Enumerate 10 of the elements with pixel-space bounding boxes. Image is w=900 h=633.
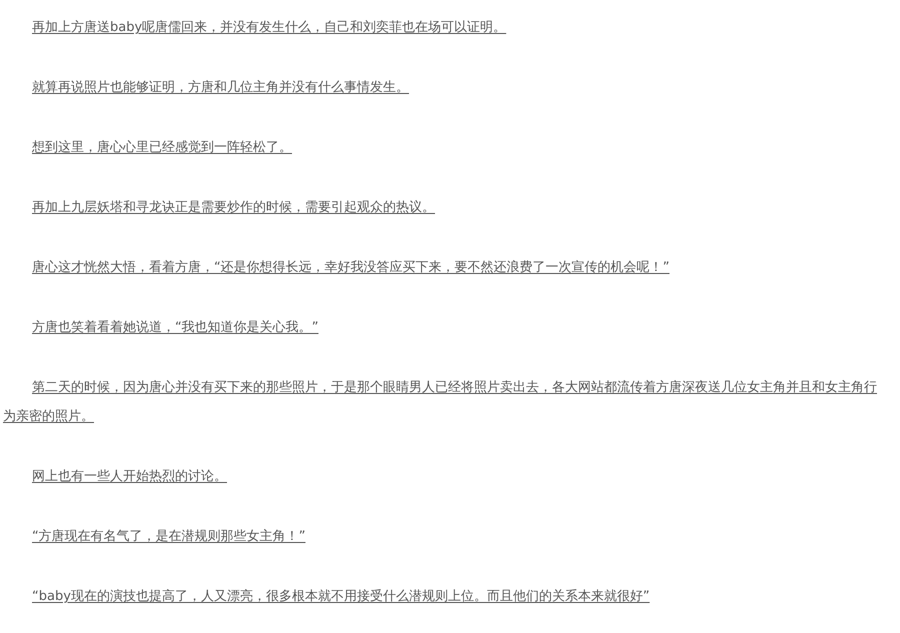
paragraph: 再加上方唐送baby呢唐儒回来，并没有发生什么，自己和刘奕菲也在场可以证明。 — [31, 19, 508, 37]
paragraph: 网上也有一些人开始热烈的讨论。 — [31, 468, 228, 486]
paragraph: 唐心这才恍然大悟，看着方唐，“还是你想得长远，幸好我没答应买下来，要不然还浪费了一次宣传的机会呢！” — [31, 259, 670, 277]
paragraph: 再加上九层妖塔和寻龙诀正是需要炒作的时候，需要引起观众的热议。 — [31, 199, 436, 217]
paragraph: 想到这里，唐心心里已经感觉到一阵轻松了。 — [31, 139, 293, 157]
paragraph: 方唐也笑着看着她说道，“我也知道你是关心我。” — [31, 319, 320, 337]
paragraph: “方唐现在有名气了，是在潜规则那些女主角！” — [31, 528, 306, 546]
paragraph: 第二天的时候，因为唐心并没有买下来的那些照片，于是那个眼睛男人已经将照片卖出去，各大网站都流传着方唐深夜送几位女主角并且和女主角行为亲密的照片。 — [3, 379, 878, 426]
paragraph: “baby现在的演技也提高了，人又漂亮，很多根本就不用接受什么潜规则上位。而且他们的关系本来就很好” — [31, 588, 651, 606]
paragraph: 就算再说照片也能够证明，方唐和几位主角并没有什么事情发生。 — [31, 79, 410, 97]
